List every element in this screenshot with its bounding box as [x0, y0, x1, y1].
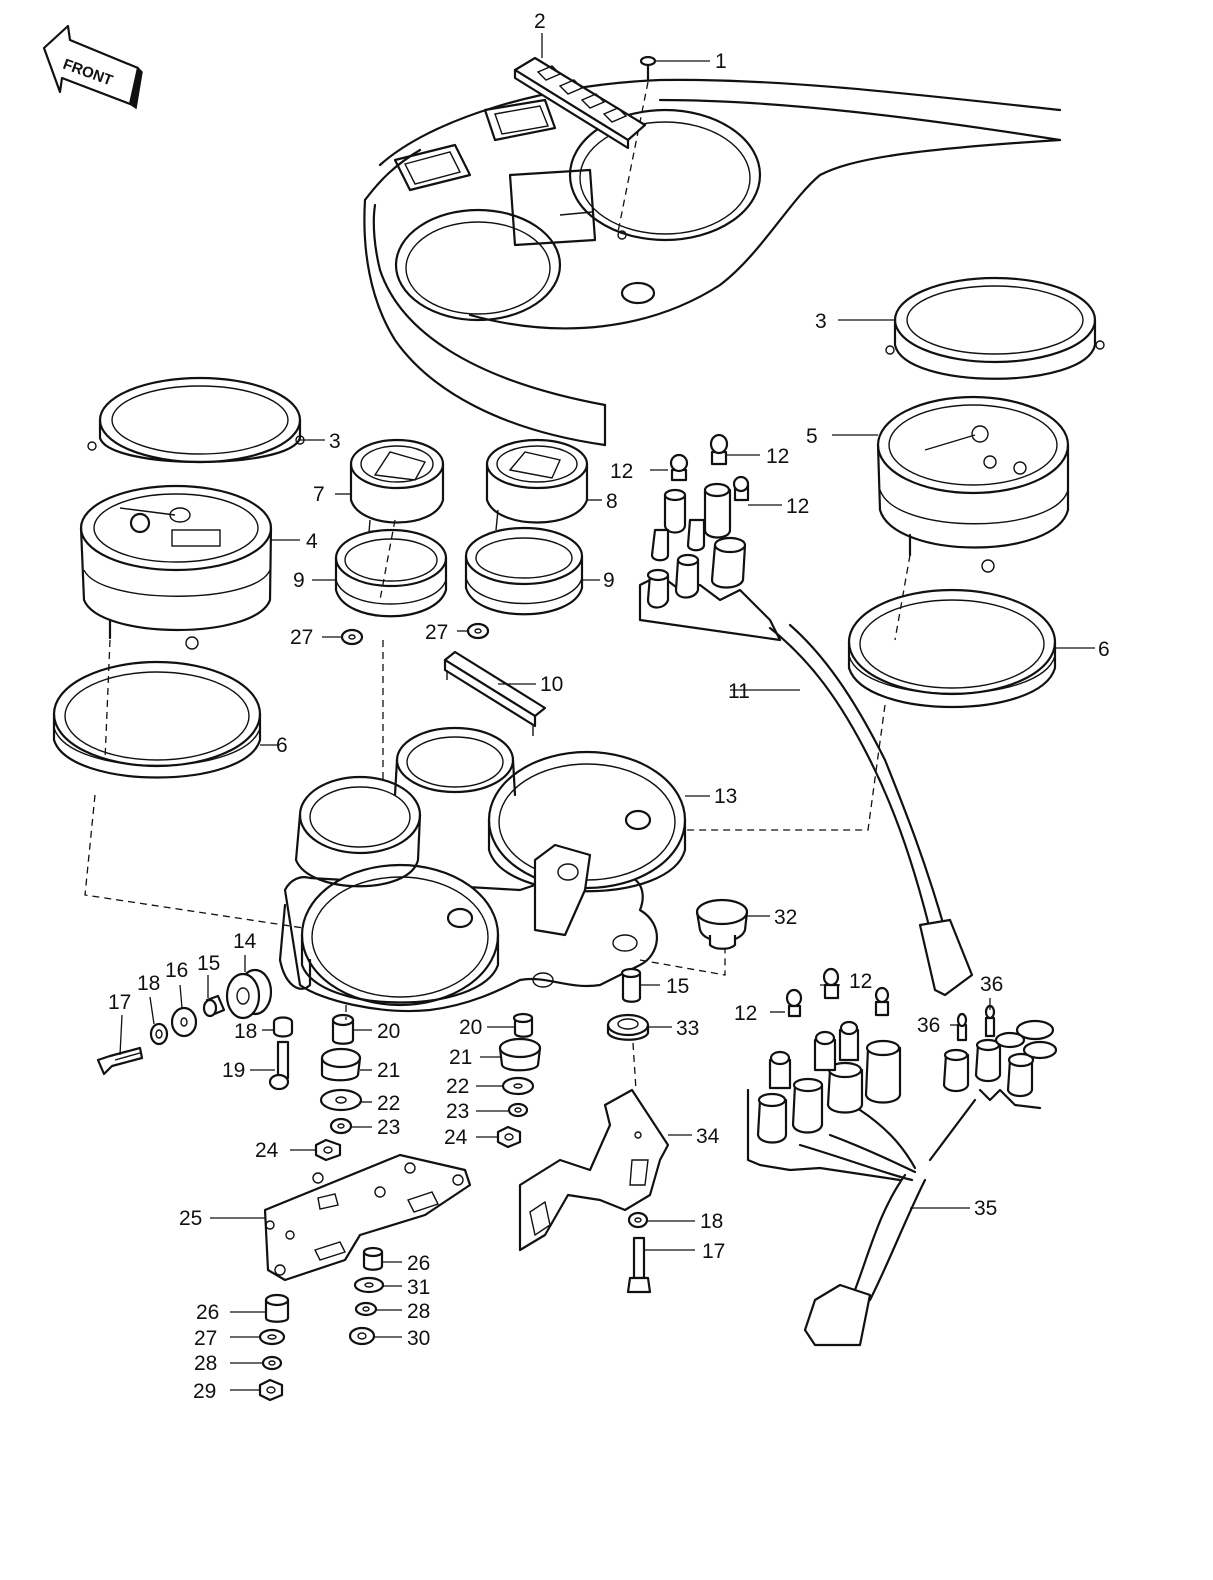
callout-26-right: 26: [407, 1252, 430, 1275]
callout-25: 25: [179, 1207, 202, 1230]
callout-21-left: 21: [377, 1059, 400, 1082]
callout-3-left: 3: [329, 430, 341, 453]
callout-12-e: 12: [849, 970, 872, 993]
left-meter-group: [52, 376, 351, 936]
center-left-hardware: [290, 1005, 372, 1162]
callout-19: 19: [222, 1059, 245, 1082]
callout-15-center: 15: [666, 975, 689, 998]
plate-hardware: [210, 1153, 472, 1402]
callout-18-c: 18: [700, 1210, 723, 1233]
callout-22-right: 22: [446, 1075, 469, 1098]
callout-9-right: 9: [603, 569, 615, 592]
wiring-harness-part-11: [638, 433, 974, 997]
callout-32: 32: [774, 906, 797, 929]
callout-7: 7: [313, 483, 325, 506]
center-right-hardware: [476, 1012, 542, 1149]
wiring-harness-part-35: [746, 967, 1058, 1347]
meter-case-part-13: [278, 726, 726, 1013]
callout-17-center: 17: [702, 1240, 725, 1263]
callout-30: 30: [407, 1327, 430, 1350]
callout-13: 13: [714, 785, 737, 808]
callout-1: 1: [715, 50, 727, 73]
callout-labels: 1 2 3 3 4 5 6 6 7 8 9 9 10 11 12 12 12 1…: [108, 10, 1110, 1403]
callout-4: 4: [306, 530, 318, 553]
callout-21-right: 21: [449, 1046, 472, 1069]
part-10: [443, 650, 547, 736]
callout-24-right: 24: [444, 1126, 468, 1149]
indicator-panel-part-2: [513, 33, 647, 150]
callout-8: 8: [606, 490, 618, 513]
callout-6-left: 6: [276, 734, 288, 757]
front-arrow: FRONT: [42, 24, 143, 110]
callout-11: 11: [728, 680, 750, 703]
callout-10: 10: [540, 673, 563, 696]
callout-17-left: 17: [108, 991, 131, 1014]
callout-14: 14: [233, 930, 257, 953]
grommet-part-32: [695, 898, 770, 950]
callout-12-a: 12: [610, 460, 633, 483]
right-meter-group: [545, 276, 1105, 831]
callout-31: 31: [407, 1276, 430, 1299]
callout-34: 34: [696, 1125, 720, 1148]
callout-18-b: 18: [234, 1020, 257, 1043]
callout-15-left: 15: [197, 952, 220, 975]
callout-28-right: 28: [407, 1300, 430, 1323]
callout-23-right: 23: [446, 1100, 469, 1123]
callout-27-c: 27: [194, 1327, 217, 1350]
callout-33: 33: [676, 1017, 699, 1040]
callout-36-right: 36: [980, 973, 1003, 996]
callout-29: 29: [193, 1380, 216, 1403]
meter-cover: [363, 78, 1062, 447]
callout-22-left: 22: [377, 1092, 400, 1115]
screw-part-1: [617, 55, 710, 233]
callout-27-b: 27: [425, 621, 448, 644]
callout-26-left: 26: [196, 1301, 219, 1324]
callout-23-left: 23: [377, 1116, 400, 1139]
callout-18-a: 18: [137, 972, 160, 995]
small-meter-part-8: [464, 438, 602, 616]
callout-24-left: 24: [255, 1139, 279, 1162]
callout-9-left: 9: [293, 569, 305, 592]
small-meter-part-7: [312, 438, 448, 618]
left-mount-hardware: [96, 955, 294, 1091]
callout-28-left: 28: [194, 1352, 217, 1375]
callout-3-right: 3: [815, 310, 827, 333]
callout-20-right: 20: [459, 1016, 482, 1039]
callout-2: 2: [534, 10, 546, 33]
callout-5: 5: [806, 425, 818, 448]
callout-12-c: 12: [786, 495, 809, 518]
bracket-hardware: [518, 967, 695, 1294]
callout-20-left: 20: [377, 1020, 400, 1043]
callout-12-b: 12: [766, 445, 789, 468]
callout-27-a: 27: [290, 626, 313, 649]
callout-6-right: 6: [1098, 638, 1110, 661]
callout-35: 35: [974, 1197, 997, 1220]
callout-12-d: 12: [734, 1002, 757, 1025]
callout-16: 16: [165, 959, 188, 982]
callout-36-left: 36: [917, 1014, 940, 1037]
